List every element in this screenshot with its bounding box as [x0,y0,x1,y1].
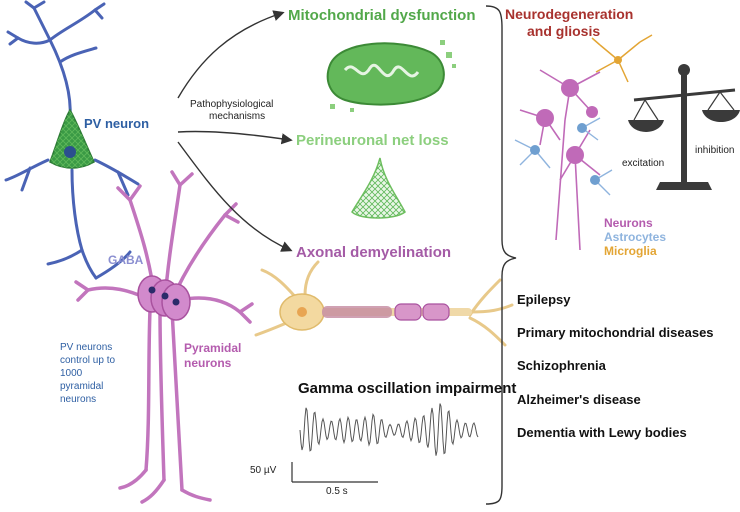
gamma-oscillation-label: Gamma oscillation impairment [298,380,517,397]
scale-bar [291,462,378,483]
pyramidal-neurons-label-line1: Pyramidal [184,341,242,355]
disease-item: Primary mitochondrial diseases [517,325,714,340]
demyelinated-axon-illustration [254,260,514,347]
pyramidal-somas [137,275,191,321]
legend-astrocytes: Astrocytes [604,230,667,244]
pv-control-line-2: control up to [60,355,116,366]
disease-item: Epilepsy [517,292,571,307]
scale-voltage-label: 50 µV [250,465,277,476]
scale-time-label: 0.5 s [326,486,348,497]
disease-item: Alzheimer's disease [517,392,641,407]
inhibition-label: inhibition [695,145,735,156]
neurodegeneration-title-line2: and gliosis [527,23,601,39]
pyramidal-neurons-label-line2: neurons [184,356,232,370]
pv-control-line-4: pyramidal [60,381,104,392]
pv-control-line-3: 1000 [60,368,83,379]
legend-microglia: Microglia [604,244,657,258]
disease-item: Dementia with Lewy bodies [517,425,687,440]
gamma-oscillation-trace [299,403,479,456]
gliosis-illustration [514,34,653,251]
pv-neuron-illustration [4,0,140,280]
excitation-label: excitation [622,158,665,169]
pv-control-line-1: PV neurons [60,342,113,353]
mechanisms-label-line2: mechanisms [209,111,266,122]
mitochondrion-illustration [326,40,456,112]
perineuronal-net-loss-label: Perineuronal net loss [296,132,449,149]
mechanism-arrows [177,10,293,252]
gaba-label: GABA [108,253,144,267]
legend-neurons: Neurons [604,216,653,230]
neurodegeneration-title-line1: Neurodegeneration [505,6,634,22]
disease-item: Schizophrenia [517,358,606,373]
pv-control-line-5: neurons [60,394,97,405]
pv-neuron-label: PV neuron [84,116,150,131]
mechanisms-label-line1: Pathophysiological [190,99,274,110]
axonal-demyelination-label: Axonal demyelination [296,244,452,261]
pyramidal-neurons-illustration [74,170,254,504]
mitochondrial-dysfunction-label: Mitochondrial dysfunction [288,7,476,24]
balance-scale-icon [628,64,740,190]
perineuronal-net-illustration [351,157,406,219]
curly-brace [485,5,517,505]
pv-neuron-soma [49,108,95,169]
